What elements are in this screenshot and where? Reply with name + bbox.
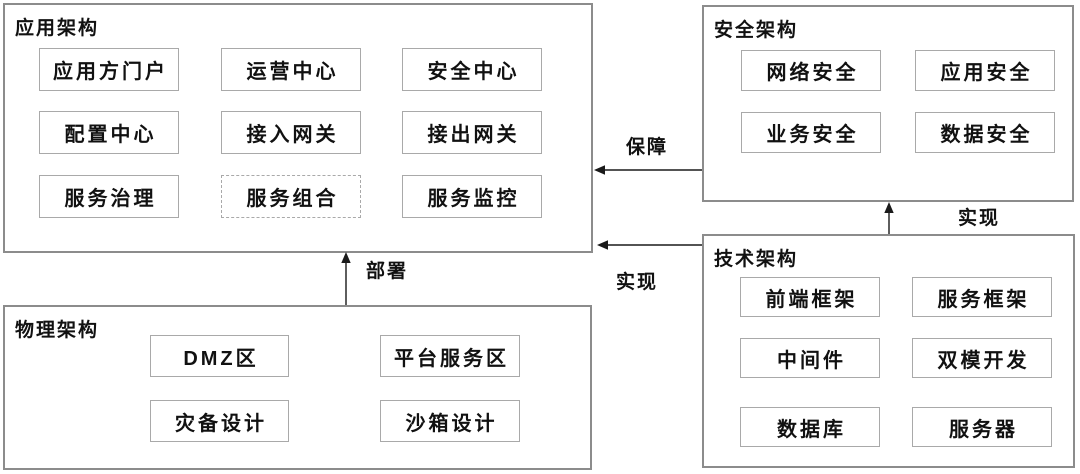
box-server: 服务器 <box>912 407 1052 447</box>
box-platform-service-zone: 平台服务区 <box>380 335 520 377</box>
arrow-realize-to-security-icon <box>884 202 894 234</box>
arrow-guarantee-icon <box>594 165 702 175</box>
box-service-composition: 服务组合 <box>221 175 361 218</box>
box-security-center: 安全中心 <box>402 48 542 91</box>
edge-label-deploy: 部署 <box>366 261 409 282</box>
box-operations-center: 运营中心 <box>221 48 361 91</box>
physical-architecture-title: 物理架构 <box>15 320 100 341</box>
container-security-architecture: 安全架构 网络安全 应用安全 业务安全 数据安全 <box>702 5 1074 202</box>
box-dual-mode-dev: 双模开发 <box>912 338 1052 378</box>
security-architecture-title: 安全架构 <box>714 20 799 41</box>
box-network-security: 网络安全 <box>741 50 881 91</box>
box-business-security: 业务安全 <box>741 112 881 153</box>
box-dmz-zone: DMZ区 <box>150 335 289 377</box>
box-sandbox-design: 沙箱设计 <box>380 400 520 442</box>
container-application-architecture: 应用架构 应用方门户 运营中心 安全中心 配置中心 接入网关 接出网关 服务治理… <box>3 3 593 253</box>
box-inbound-gateway: 接入网关 <box>221 111 361 154</box>
arrow-deploy-icon <box>341 252 351 305</box>
box-application-security: 应用安全 <box>915 50 1055 91</box>
technical-architecture-title: 技术架构 <box>714 249 799 270</box>
box-application-portal: 应用方门户 <box>39 48 179 91</box>
application-architecture-title: 应用架构 <box>15 18 100 39</box>
box-data-security: 数据安全 <box>915 112 1055 153</box>
box-service-monitoring: 服务监控 <box>402 175 542 218</box>
box-disaster-recovery-design: 灾备设计 <box>150 400 289 442</box>
box-outbound-gateway: 接出网关 <box>402 111 542 154</box>
box-config-center: 配置中心 <box>39 111 179 154</box>
box-database: 数据库 <box>740 407 880 447</box>
box-middleware: 中间件 <box>740 338 880 378</box>
edge-label-realize-to-application: 实现 <box>616 272 659 293</box>
box-frontend-framework: 前端框架 <box>740 277 880 317</box>
container-physical-architecture: 物理架构 DMZ区 平台服务区 灾备设计 沙箱设计 <box>3 305 592 470</box>
box-service-governance: 服务治理 <box>39 175 179 218</box>
edge-label-realize-to-security: 实现 <box>958 208 1001 229</box>
container-technical-architecture: 技术架构 前端框架 服务框架 中间件 双模开发 数据库 服务器 <box>702 234 1075 468</box>
box-service-framework: 服务框架 <box>912 277 1052 317</box>
edge-label-guarantee: 保障 <box>626 137 669 158</box>
arrow-realize-to-application-icon <box>597 240 702 250</box>
